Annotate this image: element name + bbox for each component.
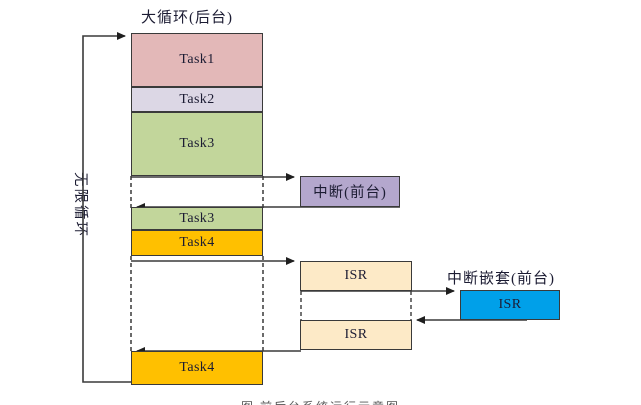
background-loop-caption: 大循环(后台) [141, 10, 233, 26]
infinite-loop-bracket [82, 32, 131, 383]
task4-block-lower[interactable]: Task4 [131, 351, 263, 385]
figure-caption: 图 前后台系统运行示意图 [0, 398, 641, 405]
nested-interrupt-caption: 中断嵌套(前台) [447, 271, 555, 287]
task4-block-upper[interactable]: Task4 [131, 230, 263, 256]
task1-block[interactable]: Task1 [131, 33, 263, 87]
isr-block-lower[interactable]: ISR [300, 320, 412, 350]
task3-block-upper[interactable]: Task3 [131, 112, 263, 176]
task3-block-lower[interactable]: Task3 [131, 207, 263, 230]
interrupt-block[interactable]: 中断(前台) [300, 176, 400, 207]
preemption-guides-upper [130, 176, 264, 208]
task2-block[interactable]: Task2 [131, 87, 263, 112]
nested-isr-block[interactable]: ISR [460, 290, 560, 320]
isr-preemption-guides [300, 291, 412, 320]
isr-block-upper[interactable]: ISR [300, 261, 412, 291]
preemption-guides-lower [130, 256, 264, 352]
